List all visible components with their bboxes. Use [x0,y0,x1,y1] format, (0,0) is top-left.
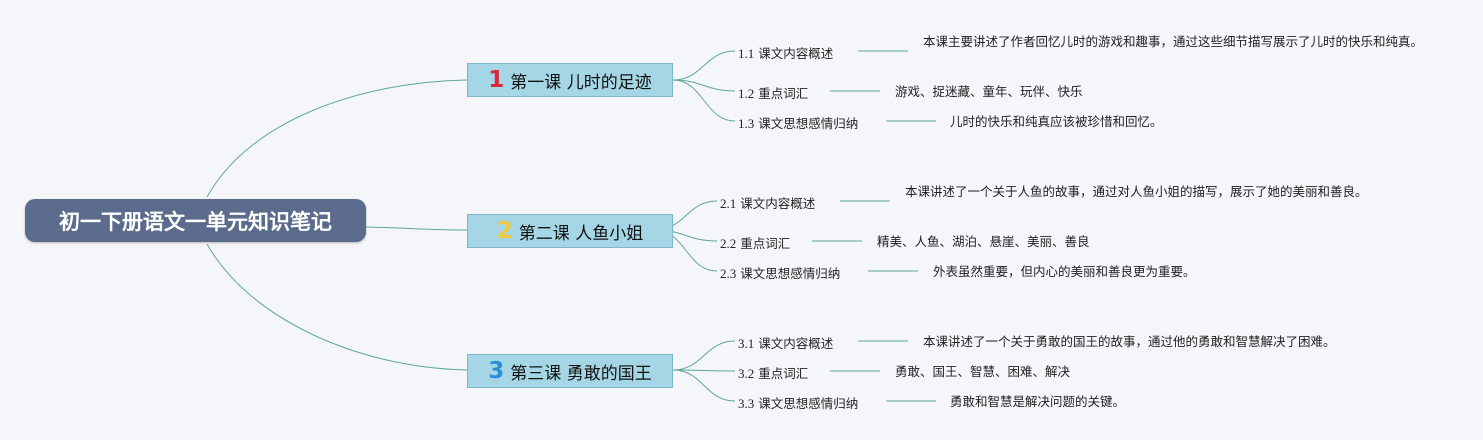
lesson-3-to-topic-line [672,340,736,371]
detail-node[interactable]: 勇敢、国王、智慧、困难、解决 [895,364,1071,379]
lesson-label: 第二课 人鱼小姐 [518,223,644,244]
root-node[interactable]: 初一下册语文一单元知识笔记 [25,199,366,242]
lesson-node-2[interactable]: 2 第二课 人鱼小姐 [467,214,673,248]
root-label: 初一下册语文一单元知识笔记 [59,209,332,234]
detail-node[interactable]: 儿时的快乐和纯真应该被珍惜和回忆。 [950,114,1163,129]
lesson-3-to-topic-line [672,369,736,402]
lesson-3-to-topic-line [672,369,736,372]
root-to-lesson-3-line [206,243,468,371]
lesson-label: 第三课 勇敢的国王 [510,363,652,384]
detail-node[interactable]: 本课主要讲述了作者回忆儿时的游戏和趣事，通过这些细节描写展示了儿时的快乐和纯真。 [923,34,1424,49]
detail-node[interactable]: 勇敢和智慧是解决问题的关键。 [950,394,1126,409]
detail-node[interactable]: 精美、人鱼、湖泊、悬崖、美丽、善良 [877,234,1090,249]
root-to-lesson-2-line [365,226,468,231]
lesson-label: 第一课 儿时的足迹 [510,72,652,93]
root-to-lesson-1-line [206,79,468,198]
detail-node[interactable]: 游戏、捉迷藏、童年、玩伴、快乐 [895,84,1083,99]
lesson-node-1[interactable]: 1 第一课 儿时的足迹 [467,63,673,97]
lesson-number-icon: 3 [488,357,505,384]
detail-node[interactable]: 本课讲述了一个关于人鱼的故事，通过对人鱼小姐的描写，展示了她的美丽和善良。 [905,184,1368,199]
detail-node[interactable]: 本课讲述了一个关于勇敢的国王的故事，通过他的勇敢和智慧解决了困难。 [923,334,1336,349]
lesson-node-3[interactable]: 3 第三课 勇敢的国王 [467,354,673,388]
lesson-1-to-topic-line [672,79,736,122]
lesson-1-to-topic-line [672,79,736,92]
lesson-1-to-topic-line [672,50,736,81]
lesson-number-icon: 1 [488,66,505,93]
lesson-number-icon: 2 [496,217,513,244]
detail-node[interactable]: 外表虽然重要，但内心的美丽和善良更为重要。 [933,264,1196,279]
